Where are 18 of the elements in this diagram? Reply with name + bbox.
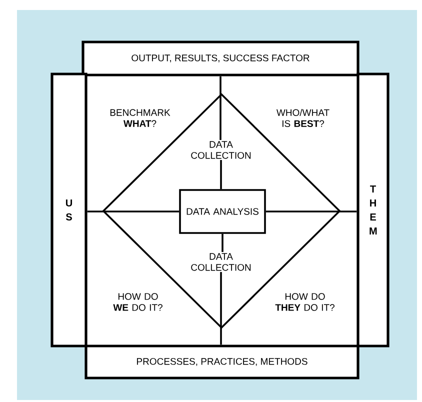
connector-line [220, 272, 222, 345]
connector-line [222, 234, 224, 252]
quadrant-question: WHO/WHAT IS BEST? [276, 109, 330, 127]
connector-line [220, 160, 222, 190]
box-label: DATA COLLECTION [189, 252, 253, 272]
connector-line [266, 210, 357, 212]
side-band: U S [50, 72, 88, 348]
quadrant-question: HOW DO WE DO IT? [113, 293, 162, 311]
diamond-shape [102, 93, 341, 329]
quadrant-question: BENCHMARK WHAT? [110, 109, 170, 127]
text-box: DATA ANALYSIS [179, 189, 266, 234]
side-band: T H E M [356, 72, 390, 348]
box-label: DATA COLLECTION [189, 140, 253, 160]
connector-line [87, 210, 180, 212]
connector-line [220, 76, 222, 140]
quadrant-question: HOW DO THEY DO IT? [275, 293, 334, 311]
text-box: PROCESSES, PRACTICES, METHODS [84, 344, 360, 380]
text-box: OUTPUT, RESULTS, SUCCESS FACTOR [82, 40, 360, 76]
